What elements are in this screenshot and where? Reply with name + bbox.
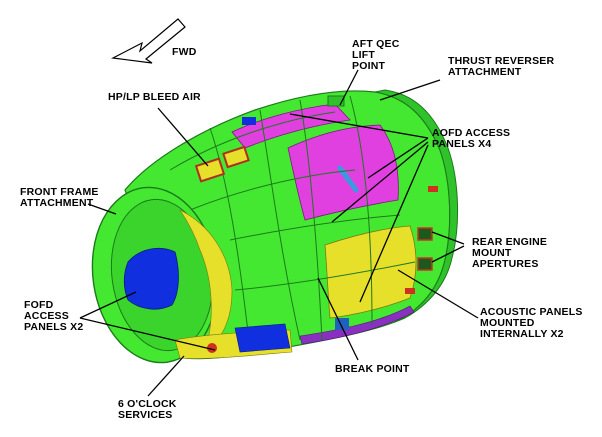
label-rear-engine-mount: REAR ENGINE MOUNT APERTURES [472,236,550,270]
leader-acoustic [397,269,479,319]
bleed-air-port [194,157,226,183]
rear-mount-aperture-1 [417,227,433,241]
fwd-label: FWD [172,46,197,58]
leader-rear-mount-2 [431,245,465,263]
label-break-point: BREAK POINT [335,363,410,375]
fofd-panel [123,247,179,310]
fwd-arrow: FWD [111,18,197,64]
leader-rear-mount-1 [431,231,465,245]
six-oclock-blue-box [234,323,291,353]
leader-hp-lp-bleed [157,107,209,167]
rear-red-fitting [428,186,438,192]
leader-lines [79,69,479,397]
leader-aofd-2 [367,137,429,179]
label-aofd-access: AOFD ACCESS PANELS X4 [432,127,513,150]
label-hp-lp-bleed: HP/LP BLEED AIR [108,91,201,103]
label-aft-qec: AFT QEC LIFT POINT [352,38,403,72]
leader-aofd-1 [289,113,429,139]
aft-qec-lift-lug [327,95,345,107]
aofd-panel-top [231,103,351,149]
top-blue-tab [242,117,256,125]
casing-ribs [169,95,416,351]
leader-front-frame [87,203,117,215]
leader-aft-qec [339,69,359,106]
leader-aofd-3 [331,141,429,223]
aofd-handle [337,165,359,193]
leader-six-oclock [147,355,185,397]
engine-casing [91,89,459,364]
leader-thrust-reverser [379,79,441,101]
leader-fofd-1 [79,291,137,319]
bleed-air-port-2 [222,145,250,169]
label-six-oclock: 6 O'CLOCK SERVICES [118,398,180,421]
fwd-arrow-icon [111,18,186,64]
leader-break-point [317,277,359,361]
label-fofd-access: FOFD ACCESS PANELS X2 [24,299,83,333]
rear-mount-aperture-2 [417,257,433,271]
leader-fofd-2 [79,317,216,351]
label-acoustic-panels: ACOUSTIC PANELS MOUNTED INTERNALLY X2 [480,306,586,340]
callout-labels: AFT QEC LIFT POINT THRUST REVERSER ATTAC… [20,38,586,421]
label-thrust-reverser: THRUST REVERSER ATTACHMENT [448,55,557,78]
label-front-frame: FRONT FRAME ATTACHMENT [20,186,102,209]
leader-aofd-4 [359,144,429,303]
rear-flange [374,89,459,323]
rear-red-fitting-2 [405,288,415,294]
